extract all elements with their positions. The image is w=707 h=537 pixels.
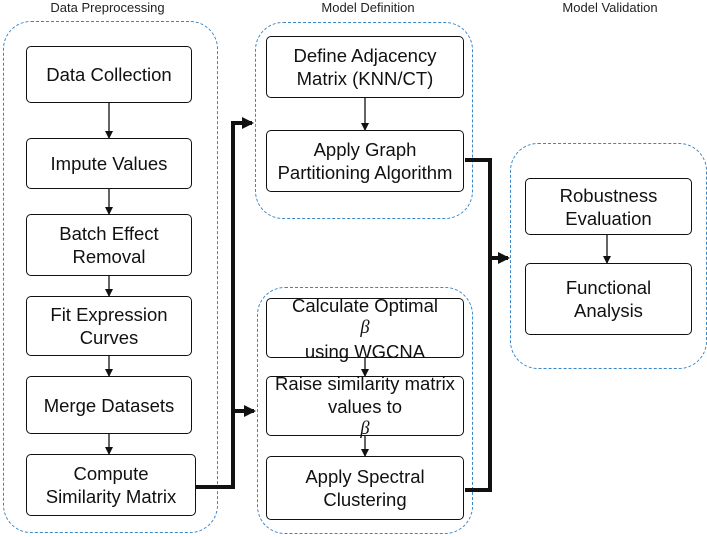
beta-symbol: β [360, 317, 370, 338]
group-title-preprocessing: Data Preprocessing [50, 0, 165, 15]
step-label-line2: Matrix (KNN/CT) [296, 68, 434, 89]
step-impute-values: Impute Values [26, 138, 192, 189]
step-label: Impute Values [50, 153, 168, 174]
step-label-line1: Calculate Optimal β [292, 294, 438, 340]
step-label-line2: values to β [275, 395, 455, 441]
step-batch-effect-removal: Batch Effect Removal [26, 214, 192, 276]
step-apply-graph-partitioning: Apply Graph Partitioning Algorithm [266, 130, 464, 192]
group-title-validation: Model Validation [562, 0, 658, 15]
step-label-line2: Partitioning Algorithm [277, 162, 453, 183]
step-label: Merge Datasets [43, 394, 175, 416]
step-label-line1: Raise similarity matrix [275, 372, 455, 394]
step-label-line1: Functional [565, 277, 652, 298]
group-frame-definition-bottom [257, 287, 473, 534]
group-frame-preprocessing [3, 21, 218, 533]
group-frame-definition-top [255, 22, 473, 219]
step-apply-spectral-clustering: Apply Spectral Clustering [266, 456, 464, 520]
step-label-line2: Clustering [323, 489, 407, 510]
step-label-text: Calculate Optimal [291, 294, 438, 316]
step-label-line2: Analysis [574, 300, 643, 321]
step-compute-similarity-matrix: Compute Similarity Matrix [26, 454, 196, 516]
arrow-similarity-to-adjacency [196, 117, 254, 489]
step-label-line1: Robustness [559, 184, 658, 206]
step-calculate-optimal-beta: Calculate Optimal β using WGCNA [266, 295, 464, 362]
step-raise-similarity-matrix: Raise similarity matrix values to β [266, 373, 464, 439]
group-title-definition: Model Definition [321, 0, 415, 15]
step-data-collection: Data Collection [26, 46, 192, 103]
step-fit-expression-curves: Fit Expression Curves [26, 296, 192, 356]
step-label-line1: Apply Graph [313, 139, 417, 160]
step-merge-datasets: Merge Datasets [26, 376, 192, 434]
step-label-line1: Compute [73, 463, 149, 484]
step-label-line2: Removal [72, 246, 146, 267]
step-label-line2: Evaluation [565, 207, 652, 229]
step-label-line2: Curves [79, 327, 139, 348]
step-label-line1: Fit Expression [50, 304, 168, 325]
step-label-line1: Batch Effect [59, 223, 159, 244]
step-label-line2: Similarity Matrix [45, 486, 177, 507]
arrow-partitioning-to-validation [465, 158, 492, 492]
step-functional-analysis: Functional Analysis [525, 263, 692, 335]
step-label-line2: using WGCNA [304, 340, 426, 362]
step-label-line1: Apply Spectral [305, 466, 425, 487]
step-define-adjacency-matrix: Define Adjacency Matrix (KNN/CT) [266, 36, 464, 98]
step-robustness-evaluation: Robustness Evaluation [525, 178, 692, 235]
step-label-line1: Define Adjacency [293, 45, 437, 66]
step-label-text: values to [327, 395, 403, 417]
step-label: Data Collection [46, 64, 172, 85]
beta-symbol: β [360, 418, 370, 439]
